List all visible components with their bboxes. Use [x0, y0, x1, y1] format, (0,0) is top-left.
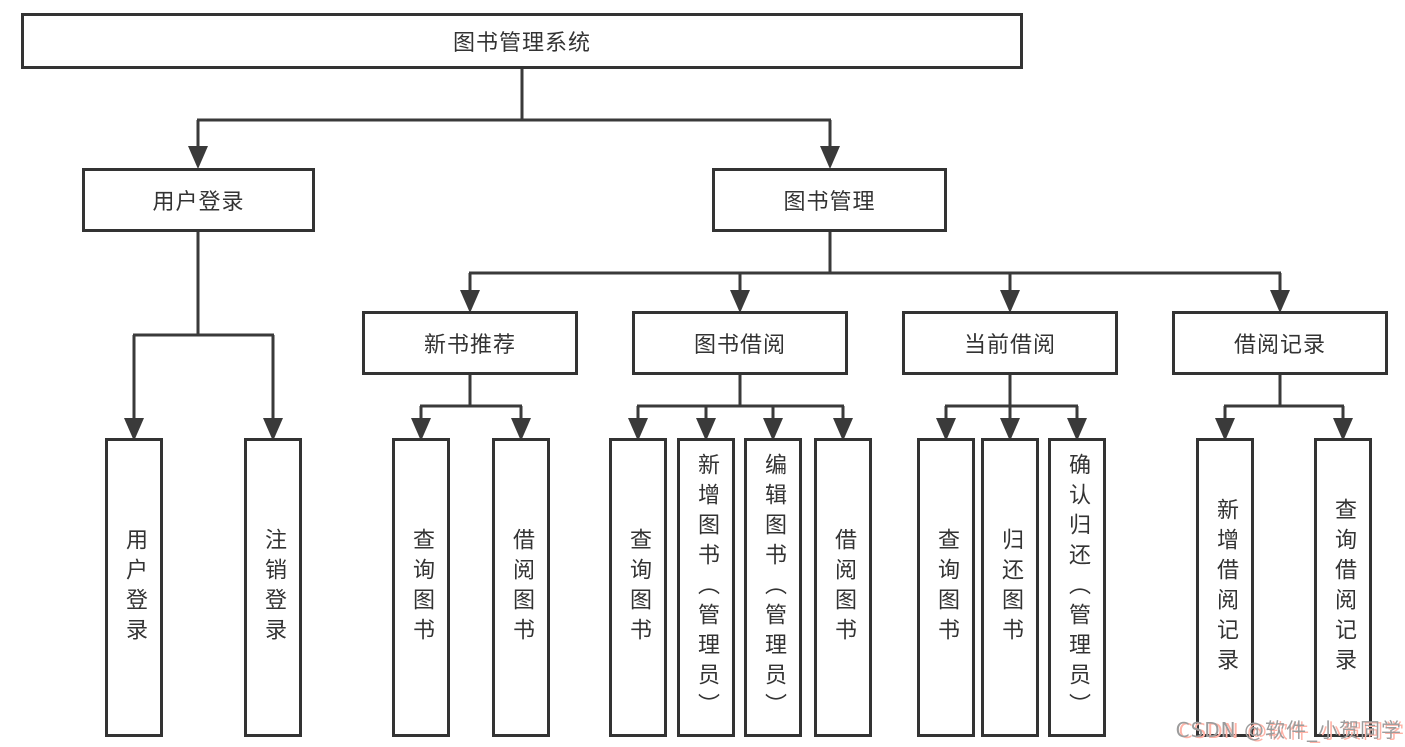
leaf-user-login: 用户登录 [105, 438, 163, 737]
leaf-logout: 注销登录 [244, 438, 302, 737]
leaf-label: 查询借阅记录 [1331, 497, 1356, 678]
leaf-label: 查询图书 [409, 527, 434, 648]
node-library-management-system: 图书管理系统 [21, 13, 1023, 69]
leaf-label: 查询图书 [626, 527, 651, 648]
leaf-return-book: 归还图书 [981, 438, 1039, 737]
leaf-query-books-borrow: 查询图书 [609, 438, 667, 737]
leaf-confirm-return-admin: 确认归还（管理员） [1048, 438, 1106, 737]
node-borrow-records: 借阅记录 [1172, 311, 1388, 375]
leaf-query-books-current: 查询图书 [917, 438, 975, 737]
leaf-label: 归还图书 [998, 527, 1023, 648]
csdn-watermark: CSDN @软件_小贺同学 [1175, 718, 1402, 742]
node-user-login: 用户登录 [82, 168, 315, 232]
leaf-label: 注销登录 [261, 527, 286, 648]
leaf-label: 查询图书 [934, 527, 959, 648]
leaf-label: 确认归还（管理员） [1065, 452, 1090, 723]
leaf-label: 编辑图书（管理员） [761, 452, 786, 723]
leaf-edit-book-admin: 编辑图书（管理员） [744, 438, 802, 737]
leaf-label: 借阅图书 [831, 527, 856, 648]
node-book-borrow: 图书借阅 [632, 311, 848, 375]
node-new-book-recommend: 新书推荐 [362, 311, 578, 375]
leaf-query-borrow-record: 查询借阅记录 [1314, 438, 1372, 737]
leaf-label: 用户登录 [122, 527, 147, 648]
node-book-management: 图书管理 [712, 168, 947, 232]
leaf-borrow-books: 借阅图书 [814, 438, 872, 737]
leaf-query-books-recommend: 查询图书 [392, 438, 450, 737]
leaf-add-borrow-record: 新增借阅记录 [1196, 438, 1254, 737]
leaf-borrow-books-recommend: 借阅图书 [492, 438, 550, 737]
leaf-label: 借阅图书 [509, 527, 534, 648]
leaf-label: 新增图书（管理员） [694, 452, 719, 723]
leaf-label: 新增借阅记录 [1213, 497, 1238, 678]
node-current-borrow: 当前借阅 [902, 311, 1118, 375]
leaf-add-book-admin: 新增图书（管理员） [677, 438, 735, 737]
